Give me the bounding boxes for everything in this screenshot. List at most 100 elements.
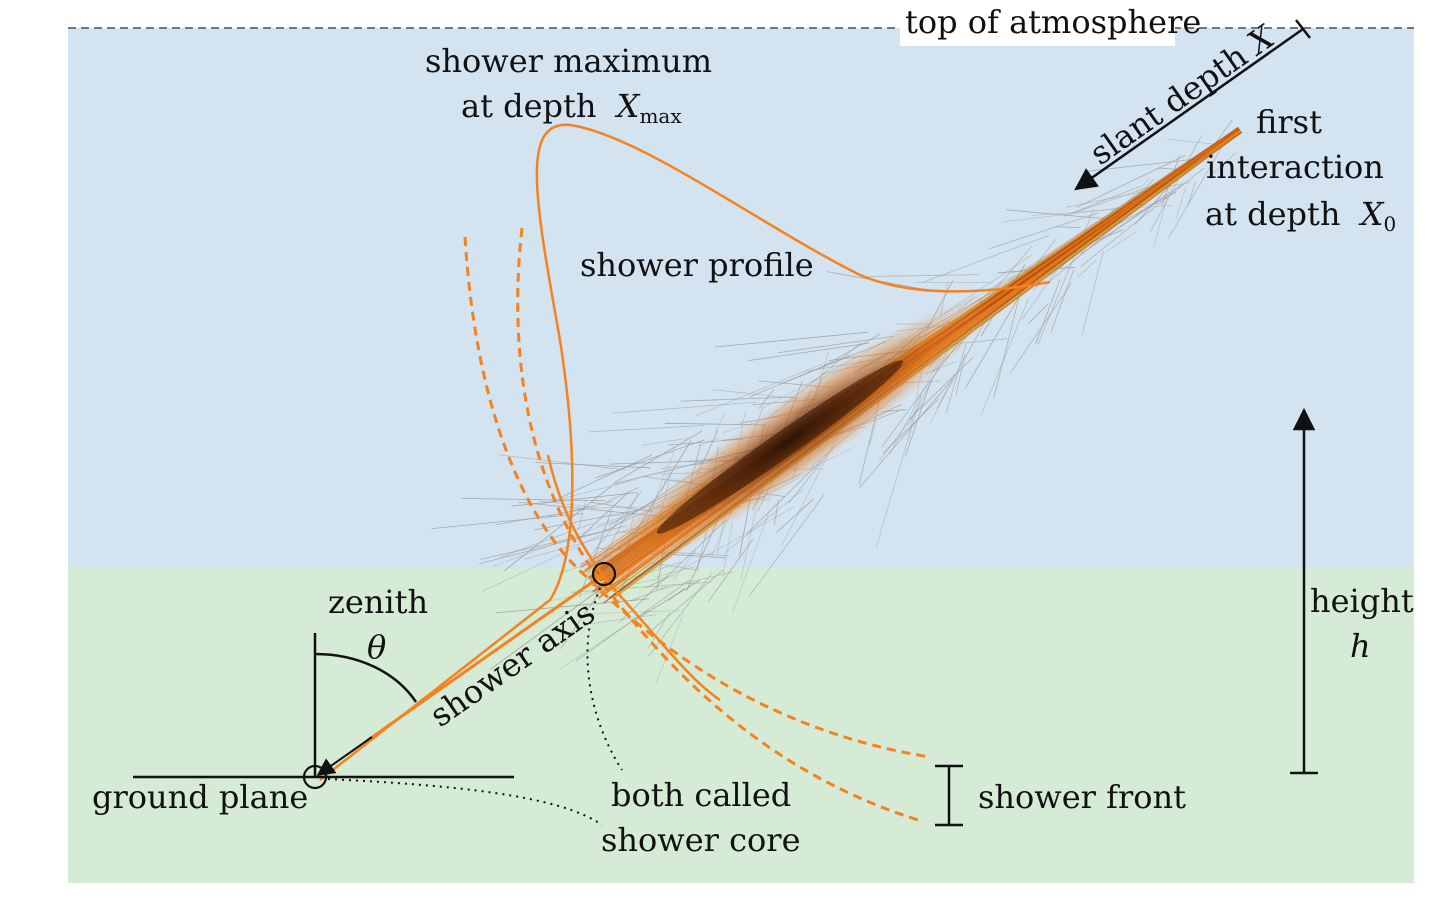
- particle-track: [641, 437, 691, 446]
- particle-track: [776, 498, 814, 533]
- particle-track: [1166, 138, 1214, 145]
- shower-profile-label: shower profile: [580, 246, 814, 284]
- particle-track: [945, 344, 967, 414]
- particle-track: [1050, 269, 1075, 333]
- particle-track: [543, 575, 676, 603]
- shower-front-dashed-inner: [516, 227, 919, 822]
- zenith-angle-arc: [314, 652, 418, 703]
- particle-track: [723, 488, 805, 554]
- theta-label: θ: [367, 628, 386, 666]
- particle-track: [658, 571, 733, 591]
- particle-track: [882, 398, 940, 454]
- particle-track: [612, 507, 646, 517]
- particle-track: [1175, 186, 1187, 221]
- particle-track: [1105, 231, 1137, 253]
- particle-track: [1187, 181, 1196, 206]
- particle-track: [1149, 134, 1203, 233]
- particle-track: [431, 513, 584, 529]
- particle-track: [722, 522, 733, 577]
- particle-track: [647, 572, 713, 658]
- shower-profile-curve: [319, 123, 1051, 781]
- particle-track: [930, 373, 955, 423]
- particle-track: [698, 437, 721, 446]
- particle-track: [1077, 258, 1098, 278]
- particle-track: [758, 389, 775, 409]
- particle-track: [732, 511, 770, 613]
- particle-track: [583, 614, 657, 625]
- particle-track: [504, 485, 612, 572]
- core-dotted-connector-1: [586, 587, 623, 771]
- particle-track: [1167, 131, 1232, 239]
- ground-plane-label: ground plane: [92, 778, 308, 816]
- particle-track: [989, 212, 1099, 250]
- particle-track: [859, 378, 954, 488]
- particle-track: [663, 506, 795, 580]
- shower-front-solid: [546, 454, 721, 702]
- height-label: height: [1310, 582, 1414, 620]
- particle-track: [1081, 251, 1104, 336]
- particle-track: [714, 413, 726, 433]
- particle-track: [634, 579, 701, 621]
- particle-track: [777, 335, 894, 354]
- slant-depth-arrow: [1074, 27, 1304, 191]
- shower-maximum-label: shower maximum: [425, 42, 712, 80]
- particle-track: [533, 514, 614, 531]
- particle-track: [864, 274, 980, 277]
- particle-track: [1076, 154, 1186, 209]
- particle-track: [1211, 152, 1236, 176]
- particle-track: [645, 577, 668, 589]
- particle-track: [673, 550, 697, 581]
- particle-track: [646, 569, 724, 635]
- particle-track: [589, 425, 705, 433]
- first-interaction-label-3: at depth X0: [1205, 195, 1396, 236]
- shower-front-dashed-outer: [463, 236, 931, 759]
- slant-depth-tick: [1295, 19, 1311, 39]
- shower-core-label: shower core: [601, 821, 801, 859]
- particle-track: [1064, 186, 1140, 217]
- first-interaction-label-1: first: [1256, 103, 1322, 141]
- both-called-label: both called: [611, 776, 791, 814]
- particle-track: [1055, 226, 1081, 228]
- particle-track: [542, 479, 636, 505]
- particle-track: [875, 394, 922, 549]
- particle-track: [490, 578, 616, 670]
- particle-track: [869, 420, 877, 446]
- particle-track: [605, 487, 639, 503]
- shower-axis-line: [367, 572, 605, 742]
- particle-track: [922, 235, 1049, 283]
- particle-track: [655, 612, 685, 683]
- particle-track: [1028, 303, 1049, 324]
- particle-track: [1021, 261, 1064, 320]
- particle-track: [748, 342, 870, 361]
- particle-track: [613, 430, 703, 484]
- height-symbol: h: [1350, 627, 1371, 665]
- particle-track: [495, 598, 649, 614]
- particle-track: [1035, 279, 1061, 344]
- particle-track: [1080, 183, 1184, 255]
- particle-track: [577, 491, 629, 541]
- top-of-atmosphere-label: top of atmosphere: [905, 3, 1201, 41]
- particle-track: [1009, 282, 1073, 374]
- particle-track: [578, 499, 587, 530]
- particle-track: [1006, 209, 1119, 221]
- shower-front-label: shower front: [978, 778, 1186, 816]
- particle-track: [908, 356, 974, 420]
- particle-track: [695, 363, 824, 417]
- particle-track: [613, 401, 757, 414]
- particle-track: [535, 462, 651, 469]
- particle-track: [904, 379, 932, 457]
- particle-track: [773, 499, 780, 526]
- shower-dense-core-inner: [656, 360, 904, 534]
- particle-track: [595, 439, 705, 479]
- first-interaction-label-2: interaction: [1206, 148, 1384, 186]
- particle-track: [714, 331, 869, 348]
- particle-track: [479, 529, 612, 560]
- particle-track: [498, 454, 626, 471]
- shower-axis-arrow: [316, 736, 373, 777]
- particle-track: [748, 494, 825, 597]
- shower-core-ground-circle: [591, 561, 617, 587]
- particle-track: [980, 298, 1029, 416]
- zenith-label: zenith: [328, 583, 428, 621]
- particle-track: [707, 539, 754, 603]
